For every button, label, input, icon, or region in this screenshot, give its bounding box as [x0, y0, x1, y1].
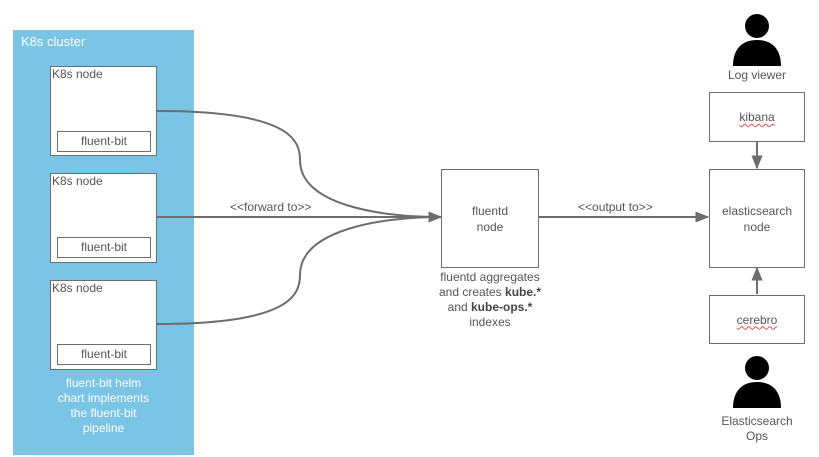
k8s-node-3: K8s node fluent-bit [50, 280, 157, 370]
es-ops-line1: Elasticsearch [721, 414, 793, 428]
fluentd-note: fluentd aggregates and creates kube.* an… [410, 270, 570, 330]
k8s-node-2: K8s node fluent-bit [50, 173, 157, 263]
fluentd-note-line4: indexes [469, 315, 511, 329]
es-node-line1: elasticsearch [721, 203, 793, 218]
fluent-bit-box: fluent-bit [57, 131, 151, 152]
forward-label: <<forward to>> [230, 200, 312, 214]
kibana-box: kibana [709, 92, 805, 142]
edge-node1-to-fluentd [156, 110, 442, 218]
log-viewer-person-icon [733, 14, 781, 66]
k8s-node-1: K8s node fluent-bit [50, 66, 157, 156]
kube-ops-index: kube-ops.* [471, 300, 533, 314]
node-title: K8s node [52, 174, 103, 188]
k8s-cluster: K8s cluster K8s node fluent-bit K8s node… [13, 30, 194, 455]
helm-note-line: the fluent-bit [70, 406, 137, 420]
helm-note-line: chart implements [57, 391, 150, 405]
fluentd-node: fluentd node [441, 169, 539, 268]
fluentd-note-line2: and creates kube.* [438, 285, 542, 299]
elasticsearch-node: elasticsearch node [709, 169, 805, 268]
node-title: K8s node [52, 67, 103, 81]
fluentd-note-line3: and kube-ops.* [447, 300, 533, 314]
output-label: <<output to>> [578, 200, 653, 214]
fluentd-node-line1: fluentd [471, 203, 509, 218]
cerebro-label: cerebro [736, 312, 778, 327]
es-node-line2: node [743, 219, 771, 234]
cerebro-box: cerebro [709, 295, 805, 344]
fluent-bit-box: fluent-bit [57, 237, 151, 258]
edge-node3-to-fluentd [156, 216, 442, 325]
helm-chart-note: fluent-bit helm chart implements the flu… [13, 376, 194, 436]
log-viewer-label: Log viewer [727, 68, 787, 82]
node-title: K8s node [52, 281, 103, 295]
helm-note-line: pipeline [82, 421, 125, 435]
kibana-label: kibana [739, 110, 775, 124]
helm-note-line: fluent-bit helm [65, 376, 142, 390]
fluent-bit-box: fluent-bit [57, 344, 151, 365]
elasticsearch-ops-label: Elasticsearch Ops [705, 414, 809, 444]
elasticsearch-ops-person-icon [733, 356, 781, 408]
kube-index: kube.* [505, 285, 542, 299]
cluster-title: K8s cluster [21, 34, 86, 49]
fluentd-node-line2: node [476, 219, 504, 234]
es-ops-line2: Ops [745, 429, 768, 443]
fluentd-note-line1: fluentd aggregates [440, 270, 540, 284]
